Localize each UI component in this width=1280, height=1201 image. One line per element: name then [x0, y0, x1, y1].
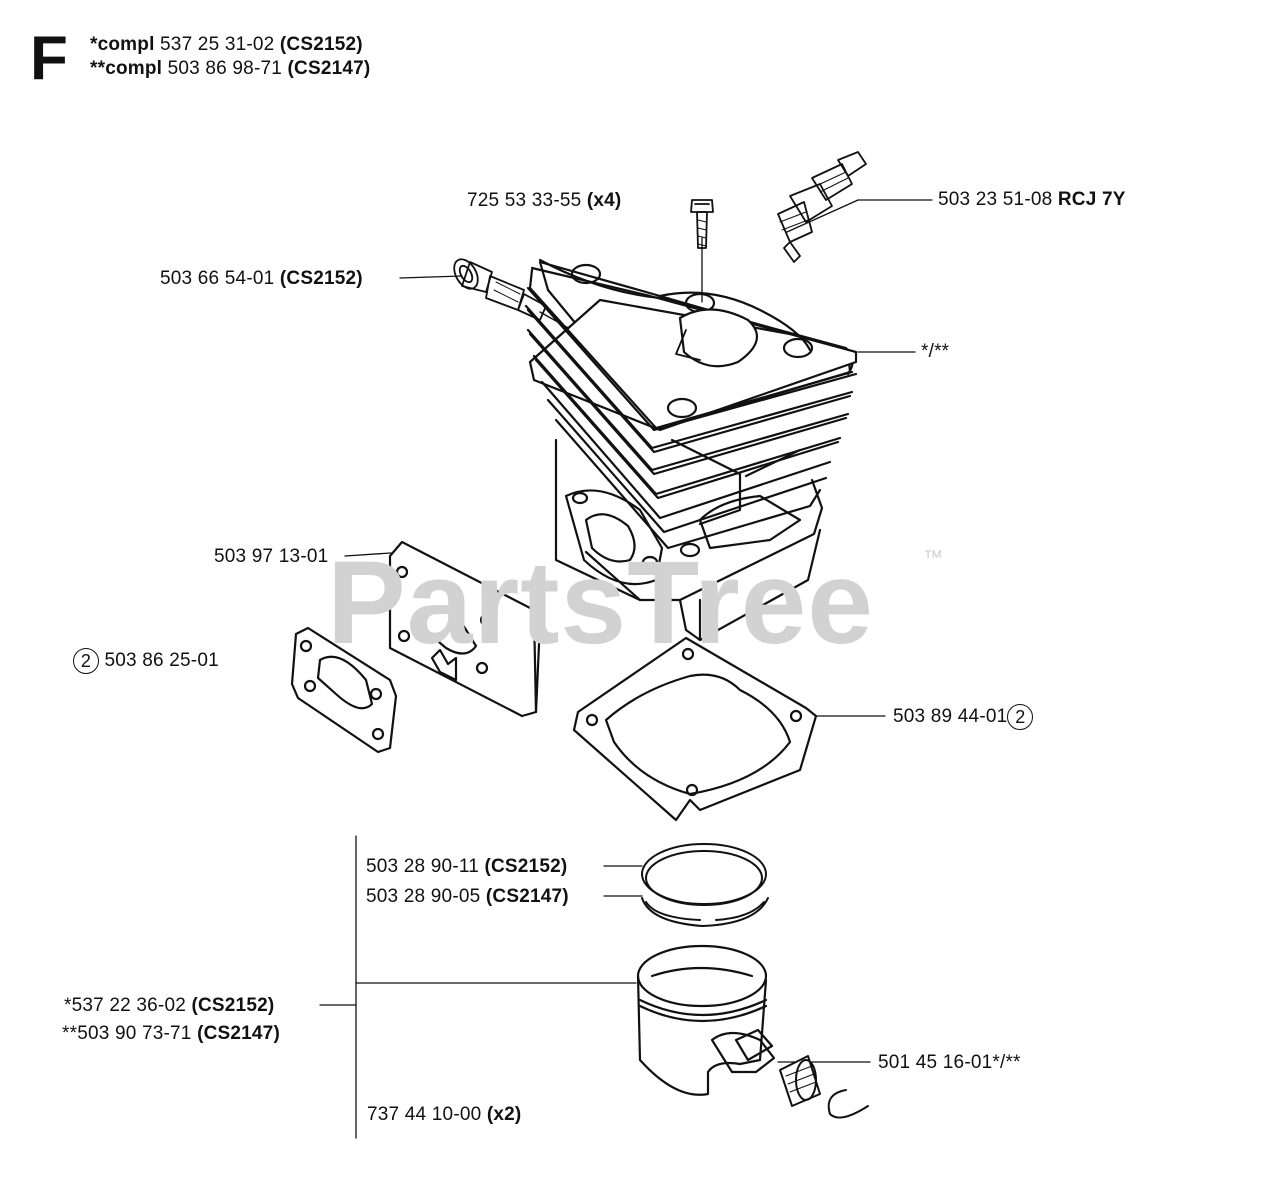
callout-ring-b: 503 28 90-05 (CS2147) — [366, 886, 569, 908]
header-line-1: *compl 537 25 31-02 (CS2152) — [90, 34, 363, 56]
callout-piston-b-part: **503 90 73-71 — [62, 1023, 192, 1044]
callout-plate: 503 97 13-01 — [214, 546, 329, 567]
callout-screw: 725 53 33-55 (x4) — [467, 190, 621, 212]
callout-ring-b-model: (CS2147) — [485, 886, 569, 907]
piston-drawing — [636, 944, 776, 1096]
callout-circlip: 737 44 10-00 (x2) — [367, 1104, 521, 1126]
watermark: PartsTree — [327, 537, 874, 669]
needle-bearing-drawing — [779, 1055, 821, 1107]
callout-spark-plug: 503 23 51-08 RCJ 7Y — [938, 189, 1126, 211]
header-line-1-model: (CS2152) — [279, 34, 363, 55]
callout-ring-a-model: (CS2152) — [484, 856, 568, 877]
cylinder-drawing — [524, 258, 858, 642]
callout-circlip-part: 737 44 10-00 — [367, 1104, 482, 1125]
callout-bearing: 501 45 16-01*/** — [878, 1052, 1021, 1073]
exhaust-gasket-drawing — [290, 626, 398, 754]
callout-ring-a: 503 28 90-11 (CS2152) — [366, 856, 567, 878]
callout-cylinder: */** — [921, 341, 950, 362]
header-line-1-part: 537 25 31-02 — [160, 34, 275, 55]
callout-decomp-valve-part: 503 66 54-01 — [160, 268, 275, 289]
callout-cylinder-gasket-part: 503 89 44-01 — [893, 706, 1008, 728]
callout-piston-a-model: (CS2152) — [191, 995, 275, 1016]
callout-screw-qty: (x4) — [586, 190, 622, 211]
callout-piston-a-part: *537 22 36-02 — [64, 995, 186, 1016]
callout-decomp-valve: 503 66 54-01 (CS2152) — [160, 268, 363, 290]
section-letter: F — [30, 24, 68, 93]
ref-circle-2: 2 — [73, 648, 99, 674]
callout-exhaust-gasket-part: 503 86 25-01 — [104, 650, 219, 672]
leader-lines — [319, 199, 933, 1139]
ref-circle-2: 2 — [1007, 704, 1034, 730]
header-line-2-model: (CS2147) — [287, 58, 371, 79]
callout-circlip-qty: (x2) — [486, 1104, 522, 1125]
callout-spark-plug-type: RCJ 7Y — [1057, 189, 1126, 210]
callout-piston-b-model: (CS2147) — [197, 1023, 280, 1044]
header-line-1-prefix: *compl — [90, 34, 155, 55]
exhaust-plate-drawing — [388, 540, 542, 718]
callout-piston-a: *537 22 36-02 (CS2152) — [64, 995, 274, 1017]
header-line-2-part: 503 86 98-71 — [167, 58, 283, 79]
cylinder-gasket-drawing — [572, 636, 818, 822]
callout-piston-b: **503 90 73-71 (CS2147) — [62, 1023, 280, 1045]
callout-spark-plug-part: 503 23 51-08 — [938, 189, 1053, 210]
callout-ring-b-part: 503 28 90-05 — [366, 886, 481, 907]
callout-decomp-valve-model: (CS2152) — [279, 268, 363, 289]
callout-screw-part: 725 53 33-55 — [467, 190, 582, 211]
spark-plug-drawing — [777, 151, 867, 263]
piston-rings-drawing — [641, 843, 769, 927]
callout-ring-a-part: 503 28 90-11 — [366, 856, 479, 877]
header-line-2-prefix: **compl — [90, 58, 163, 79]
decompression-valve-drawing — [453, 258, 547, 321]
header-line-2: **compl 503 86 98-71 (CS2147) — [90, 58, 370, 80]
circlip-drawing — [827, 1089, 869, 1119]
callout-exhaust-gasket: 2 503 86 25-01 — [73, 648, 219, 674]
watermark-trademark: ™ — [923, 547, 943, 569]
cylinder-screw — [690, 199, 714, 249]
